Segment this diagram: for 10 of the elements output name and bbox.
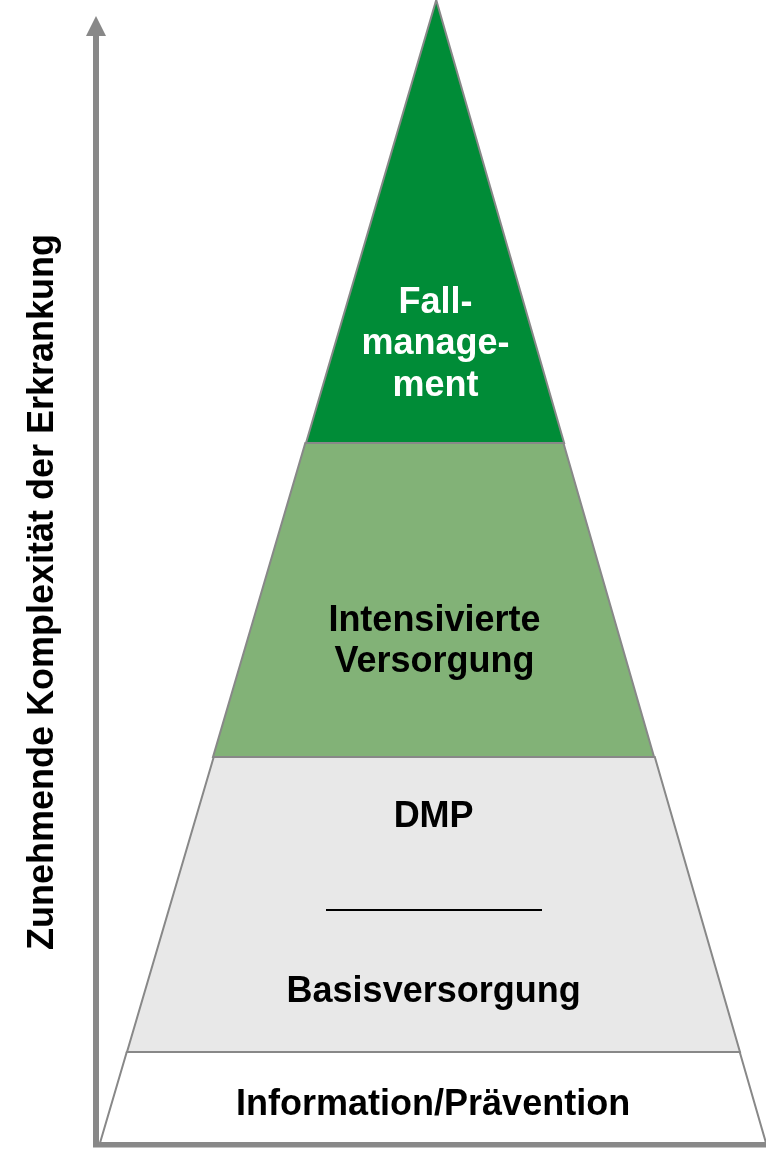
layer-label: Information/Prävention: [236, 1082, 631, 1124]
axis-label: Zunehmende Komplexität der Erkrankung: [20, 233, 62, 951]
layer-label: Fall- manage- ment: [360, 280, 511, 405]
layer-label: Basisversorgung: [286, 969, 581, 1011]
pyramid-layer: [126, 757, 740, 1052]
pyramid-layer: [213, 443, 655, 757]
pyramid-apex: [305, 0, 564, 443]
layer-label: Intensivierte Versorgung: [327, 598, 542, 681]
layer-label: DMP: [393, 794, 474, 836]
pyramid-base-layer: [100, 1052, 766, 1143]
